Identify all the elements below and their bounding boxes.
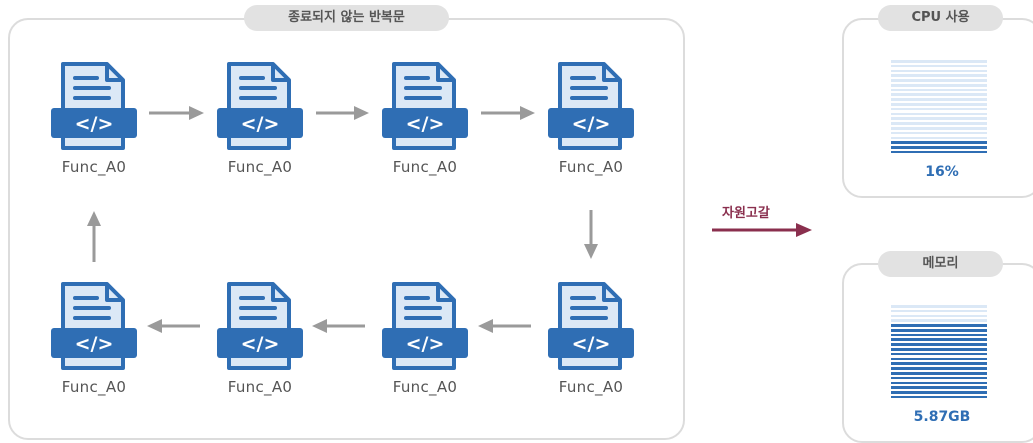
arrow-head <box>354 106 369 120</box>
gauge-bar <box>891 136 987 140</box>
func-node-label: Func_A0 <box>392 158 458 176</box>
cpu-gauge <box>891 60 987 156</box>
arrow-head <box>478 319 493 333</box>
func-node-label: Func_A0 <box>558 158 624 176</box>
gauge-bar <box>891 338 987 342</box>
code-file-icon: </> <box>548 62 634 150</box>
gauge-bar <box>891 69 987 73</box>
gauge-bar <box>891 305 987 308</box>
gauge-bar <box>891 357 987 361</box>
code-file-icon: </> <box>382 62 468 150</box>
func-node-label: Func_A0 <box>227 378 293 396</box>
gauge-bar <box>891 352 987 356</box>
arrow-head <box>147 319 162 333</box>
cpu-value: 16% <box>925 164 959 180</box>
func-node-8: </> Func_A0 <box>39 280 149 396</box>
gauge-bar <box>891 126 987 130</box>
gauge-bar <box>891 391 987 394</box>
gauge-bar <box>891 83 987 87</box>
code-file-icon: </> <box>548 282 634 370</box>
arrow-head <box>796 223 812 237</box>
code-file-icon: </> <box>217 282 303 370</box>
gauge-bar <box>891 314 987 318</box>
code-file-icon: </> <box>51 62 137 150</box>
flow-label: 자원고갈 <box>722 206 770 221</box>
gauge-bar <box>891 371 987 375</box>
code-symbol: </> <box>75 333 114 355</box>
func-node-5: </> Func_A0 <box>536 280 646 396</box>
func-node-7: </> Func_A0 <box>205 280 315 396</box>
gauge-bar <box>891 386 987 389</box>
gauge-bar <box>891 141 987 144</box>
arrow-head <box>584 244 598 259</box>
gauge-bar <box>891 343 987 346</box>
arrow-head <box>189 106 204 120</box>
arrow-head <box>520 106 535 120</box>
gauge-bar <box>891 64 987 68</box>
func-node-label: Func_A0 <box>558 378 624 396</box>
gauge-bar <box>891 60 987 63</box>
cpu-panel-title: CPU 사용 <box>878 5 1003 31</box>
code-symbol: </> <box>406 333 445 355</box>
gauge-bar <box>891 107 987 111</box>
gauge-bar <box>891 88 987 92</box>
code-file-icon: </> <box>217 62 303 150</box>
gauge-bar <box>891 309 987 313</box>
code-file-icon: </> <box>51 282 137 370</box>
gauge-bar <box>891 122 987 125</box>
memory-panel-title: 메모리 <box>878 251 1003 277</box>
gauge-bar <box>891 150 987 154</box>
gauge-bar <box>891 381 987 385</box>
code-symbol: </> <box>241 113 280 135</box>
memory-panel: 5.87GB <box>842 263 1033 443</box>
gauge-bar <box>891 98 987 101</box>
gauge-bar <box>891 362 987 365</box>
code-symbol: </> <box>406 113 445 135</box>
code-symbol: </> <box>572 113 611 135</box>
gauge-bar <box>891 324 987 327</box>
code-symbol: </> <box>241 333 280 355</box>
gauge-bar <box>891 131 987 135</box>
gauge-bar <box>891 333 987 337</box>
code-symbol: </> <box>572 333 611 355</box>
func-node-label: Func_A0 <box>61 158 127 176</box>
gauge-bar <box>891 395 987 399</box>
gauge-bar <box>891 146 987 149</box>
memory-value: 5.87GB <box>913 409 971 425</box>
gauge-bar <box>891 376 987 380</box>
code-symbol: </> <box>75 113 114 135</box>
code-file-icon: </> <box>382 282 468 370</box>
func-node-label: Func_A0 <box>61 378 127 396</box>
gauge-bar <box>891 103 987 106</box>
arrow-head <box>312 319 327 333</box>
gauge-bar <box>891 93 987 97</box>
func-node-2: </> Func_A0 <box>205 60 315 176</box>
gauge-bar <box>891 112 987 116</box>
gauge-bar <box>891 74 987 77</box>
gauge-bar <box>891 367 987 370</box>
arrow-head <box>87 211 101 226</box>
cpu-panel: 16% <box>842 18 1033 198</box>
gauge-bar <box>891 79 987 82</box>
gauge-bar <box>891 319 987 322</box>
func-node-6: </> Func_A0 <box>370 280 480 396</box>
func-node-label: Func_A0 <box>392 378 458 396</box>
memory-gauge <box>891 305 987 401</box>
loop-panel-title: 종료되지 않는 반복문 <box>244 5 449 31</box>
func-node-label: Func_A0 <box>227 158 293 176</box>
gauge-bar <box>891 117 987 120</box>
gauge-bar <box>891 328 987 332</box>
func-node-3: </> Func_A0 <box>370 60 480 176</box>
func-node-4: </> Func_A0 <box>536 60 646 176</box>
func-node-1: </> Func_A0 <box>39 60 149 176</box>
gauge-bar <box>891 348 987 351</box>
